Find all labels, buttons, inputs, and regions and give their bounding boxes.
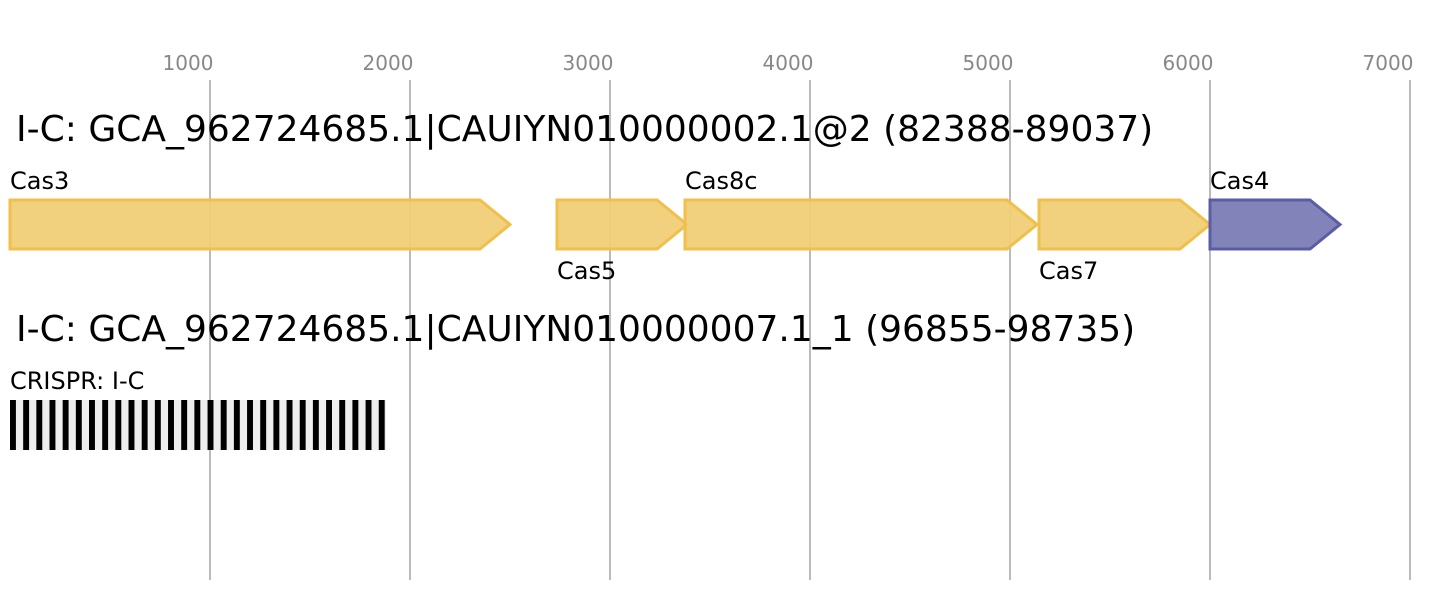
crispr-repeat <box>352 400 359 450</box>
crispr-repeat <box>312 400 319 450</box>
crispr-repeat <box>23 400 30 450</box>
crispr-repeat <box>154 400 161 450</box>
crispr-repeat <box>49 400 56 450</box>
crispr-repeat <box>141 400 148 450</box>
crispr-repeat <box>378 400 385 450</box>
crispr-repeat <box>273 400 280 450</box>
locus-title-2: I-C: GCA_962724685.1|CAUIYN010000007.1_1… <box>16 309 1135 350</box>
gene-label-cas3: Cas3 <box>10 167 69 195</box>
crispr-repeat <box>233 400 240 450</box>
crispr-repeat <box>365 400 372 450</box>
crispr-repeat <box>326 400 333 450</box>
crispr-repeat <box>168 400 174 450</box>
tick-label: 4000 <box>763 51 814 75</box>
tick-label: 1000 <box>163 51 214 75</box>
crispr-repeat <box>62 400 69 450</box>
crispr-repeat <box>102 400 109 450</box>
crispr-repeat <box>181 400 188 450</box>
gene-arrow-cas5[interactable] <box>555 198 690 251</box>
axis-grid: 1000 2000 3000 4000 5000 6000 7000 <box>163 51 1414 580</box>
crispr-repeat <box>75 400 82 450</box>
crispr-repeat <box>247 400 253 450</box>
crispr-repeat <box>10 400 16 450</box>
crispr-array <box>10 400 386 450</box>
crispr-repeat <box>194 400 201 450</box>
gene-label-cas4: Cas4 <box>1210 167 1269 195</box>
tick-label: 6000 <box>1163 51 1214 75</box>
crispr-label: CRISPR: I-C <box>10 367 144 395</box>
locus-title-1: I-C: GCA_962724685.1|CAUIYN010000002.1@2… <box>16 109 1153 150</box>
crispr-repeat <box>220 400 227 450</box>
crispr-repeat <box>128 400 135 450</box>
gene-label-cas7: Cas7 <box>1039 257 1098 285</box>
gene-arrow-cas4[interactable] <box>1208 198 1343 251</box>
crispr-repeat <box>286 400 293 450</box>
crispr-repeat <box>299 400 306 450</box>
gene-label-cas8c: Cas8c <box>685 167 757 195</box>
crispr-repeat <box>89 400 95 450</box>
tick-label: 3000 <box>563 51 614 75</box>
crispr-repeat <box>339 400 346 450</box>
gene-arrow-cas7[interactable] <box>1037 198 1213 251</box>
gene-label-cas5: Cas5 <box>557 257 616 285</box>
gene-arrow-cas8c[interactable] <box>683 198 1040 251</box>
crispr-repeat <box>36 400 43 450</box>
crispr-repeat <box>207 400 214 450</box>
gene-arrow-cas3[interactable] <box>8 198 513 251</box>
crispr-repeat <box>115 400 122 450</box>
tick-label: 5000 <box>963 51 1014 75</box>
crispr-repeat <box>260 400 267 450</box>
tick-label: 2000 <box>363 51 414 75</box>
tick-label: 7000 <box>1363 51 1414 75</box>
